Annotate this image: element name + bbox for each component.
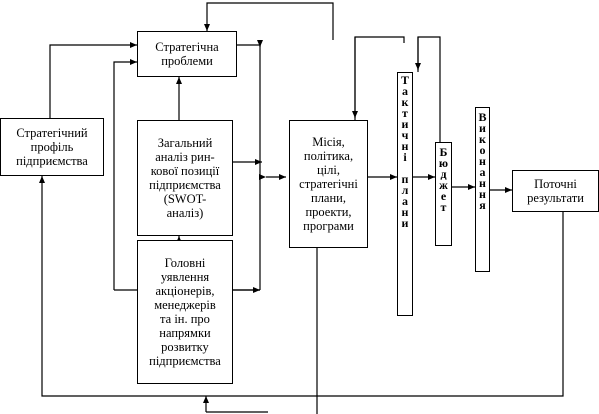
swot-analysis-label: Загальний аналіз рин- кової позиції підп… <box>149 136 221 220</box>
current-results-label: Поточні результати <box>527 177 584 205</box>
tactical-plans-letter: и <box>401 117 409 131</box>
execution-letter: к <box>479 132 486 146</box>
budget-letter: т <box>440 200 447 214</box>
budget-letter: Б <box>439 145 448 159</box>
budget-letter: е <box>440 189 447 203</box>
tactical-plans-letter: Т <box>400 73 409 87</box>
budget-letter: ю <box>438 156 449 170</box>
tactical-plans-letter: т <box>402 106 408 120</box>
execution-letter: н <box>479 154 486 168</box>
execution-letter: и <box>479 121 486 135</box>
execution-letter: а <box>479 165 486 179</box>
budget-box: Б ю д ж е т <box>435 142 452 246</box>
tactical-plans-letter: і <box>403 150 407 164</box>
execution-letter: н <box>479 176 486 190</box>
main-views-label: Головні уявлення акціонерів, менеджерів … <box>149 256 221 368</box>
execution-box: В и к о н а н н я <box>475 107 490 272</box>
execution-letter: н <box>479 187 486 201</box>
current-results-box: Поточні результати <box>512 170 599 212</box>
strategic-profile-label: Стратегічний профіль підприємства <box>16 126 88 168</box>
tactical-plans-letter: н <box>401 205 409 219</box>
execution-letter: о <box>479 143 486 157</box>
tactical-plans-letter: п <box>401 172 409 186</box>
budget-letter: д <box>440 167 447 181</box>
strategic-problems-box: Стратегічна проблеми <box>137 31 237 77</box>
strategic-problems-label: Стратегічна проблеми <box>155 40 219 68</box>
tactical-plans-letter: а <box>402 84 408 98</box>
tactical-plans-letter: н <box>401 139 409 153</box>
mission-box: Місія, політика, цілі, стратегічні плани… <box>289 120 368 248</box>
tactical-plans-letter: л <box>401 183 409 197</box>
mission-label: Місія, політика, цілі, стратегічні плани… <box>299 135 358 233</box>
tactical-plans-letter: ч <box>401 128 409 142</box>
budget-letter: ж <box>439 178 448 192</box>
tactical-plans-letter: к <box>401 95 409 109</box>
swot-analysis-box: Загальний аналіз рин- кової позиції підп… <box>137 120 233 236</box>
strategic-profile-box: Стратегічний профіль підприємства <box>0 118 104 176</box>
tactical-plans-letter: и <box>401 216 409 230</box>
tactical-plans-letter: а <box>402 194 408 208</box>
tactical-plans-box: Т а к т и ч н і п л а н и <box>397 72 413 316</box>
execution-letter: В <box>478 110 487 124</box>
main-views-box: Головні уявлення акціонерів, менеджерів … <box>137 240 233 384</box>
execution-letter: я <box>479 198 486 212</box>
